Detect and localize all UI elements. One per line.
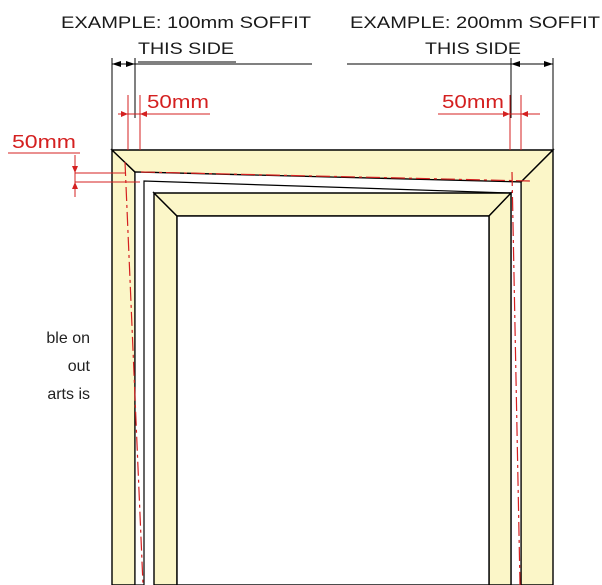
right-side-label: THIS SIDE xyxy=(425,39,521,58)
dim-right-top-label: 50mm xyxy=(442,92,504,112)
setting-out-lines xyxy=(124,161,531,585)
inner-right-jamb xyxy=(488,191,512,585)
red-arrowheads xyxy=(72,111,528,189)
inner-left-jamb xyxy=(153,191,178,585)
note-line: out xyxy=(67,358,90,375)
left-example-label: EXAMPLE: 100mm SOFFIT xyxy=(61,13,311,32)
right-example-label: EXAMPLE: 200mm SOFFIT xyxy=(350,13,600,32)
dim-left-top-label: 50mm xyxy=(147,92,209,112)
door-opening xyxy=(176,215,490,585)
top-arrowheads xyxy=(112,61,553,67)
left-side-label: THIS SIDE xyxy=(138,39,234,58)
dim-vertical-label: 50mm xyxy=(12,132,76,152)
side-note: ble on out arts is xyxy=(0,325,90,409)
right-jamb-outer xyxy=(520,148,554,585)
left-jamb-outer xyxy=(111,148,136,585)
note-line: ble on xyxy=(46,330,90,347)
note-line: arts is xyxy=(47,386,90,403)
inner-head xyxy=(152,192,513,217)
